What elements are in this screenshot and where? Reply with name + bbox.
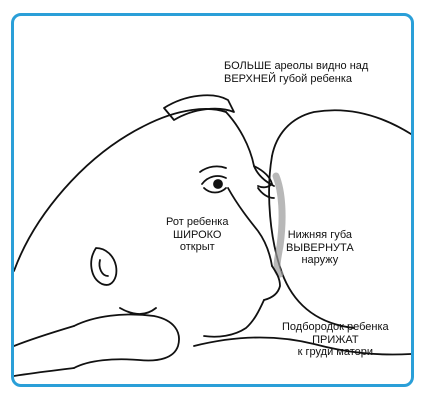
baby-eye-pupil bbox=[214, 180, 222, 188]
label-mouth-line2: ШИРОКО bbox=[166, 229, 228, 242]
mother-arm bbox=[14, 326, 74, 346]
baby-ear-inner bbox=[99, 260, 108, 276]
label-areola-line2: ВЕРХНЕЙ губой ребенка bbox=[224, 73, 368, 86]
label-chin-line2: ПРИЖАТ bbox=[282, 334, 389, 347]
label-mouth-line1: Рот ребенка bbox=[166, 216, 228, 229]
baby-jaw bbox=[120, 308, 156, 314]
illustration-frame: БОЛЬШЕ ареолы видно над ВЕРХНЕЙ губой ре… bbox=[11, 13, 414, 387]
label-lip-line1: Нижняя губа bbox=[286, 229, 354, 242]
baby-ear bbox=[91, 248, 116, 285]
label-lip-line3: наружу bbox=[286, 254, 354, 267]
label-areola-visible: БОЛЬШЕ ареолы видно над ВЕРХНЕЙ губой ре… bbox=[224, 60, 368, 85]
mother-hand bbox=[74, 314, 179, 368]
label-lip-line2: ВЫВЕРНУТА bbox=[286, 242, 354, 255]
mother-arm-lower bbox=[14, 368, 74, 376]
label-chin-pressed: Подбородок ребенка ПРИЖАТ к груди матери bbox=[282, 321, 389, 359]
label-chin-line3: к груди матери bbox=[282, 346, 389, 359]
baby-eye-lower bbox=[204, 188, 226, 193]
label-areola-line1: БОЛЬШЕ ареолы видно над bbox=[224, 60, 368, 73]
baby-chin bbox=[204, 300, 264, 337]
baby-upper-lip bbox=[258, 188, 274, 198]
breast-outline bbox=[272, 110, 411, 156]
areola-shade bbox=[276, 176, 282, 274]
label-mouth-line3: открыт bbox=[166, 241, 228, 254]
label-chin-line1: Подбородок ребенка bbox=[282, 321, 389, 334]
label-mouth-wide: Рот ребенка ШИРОКО открыт bbox=[166, 216, 228, 254]
baby-eyebrow bbox=[200, 166, 226, 172]
baby-cap-band bbox=[164, 95, 234, 120]
baby-cheek bbox=[228, 188, 272, 266]
label-lower-lip: Нижняя губа ВЫВЕРНУТА наружу bbox=[286, 229, 354, 267]
